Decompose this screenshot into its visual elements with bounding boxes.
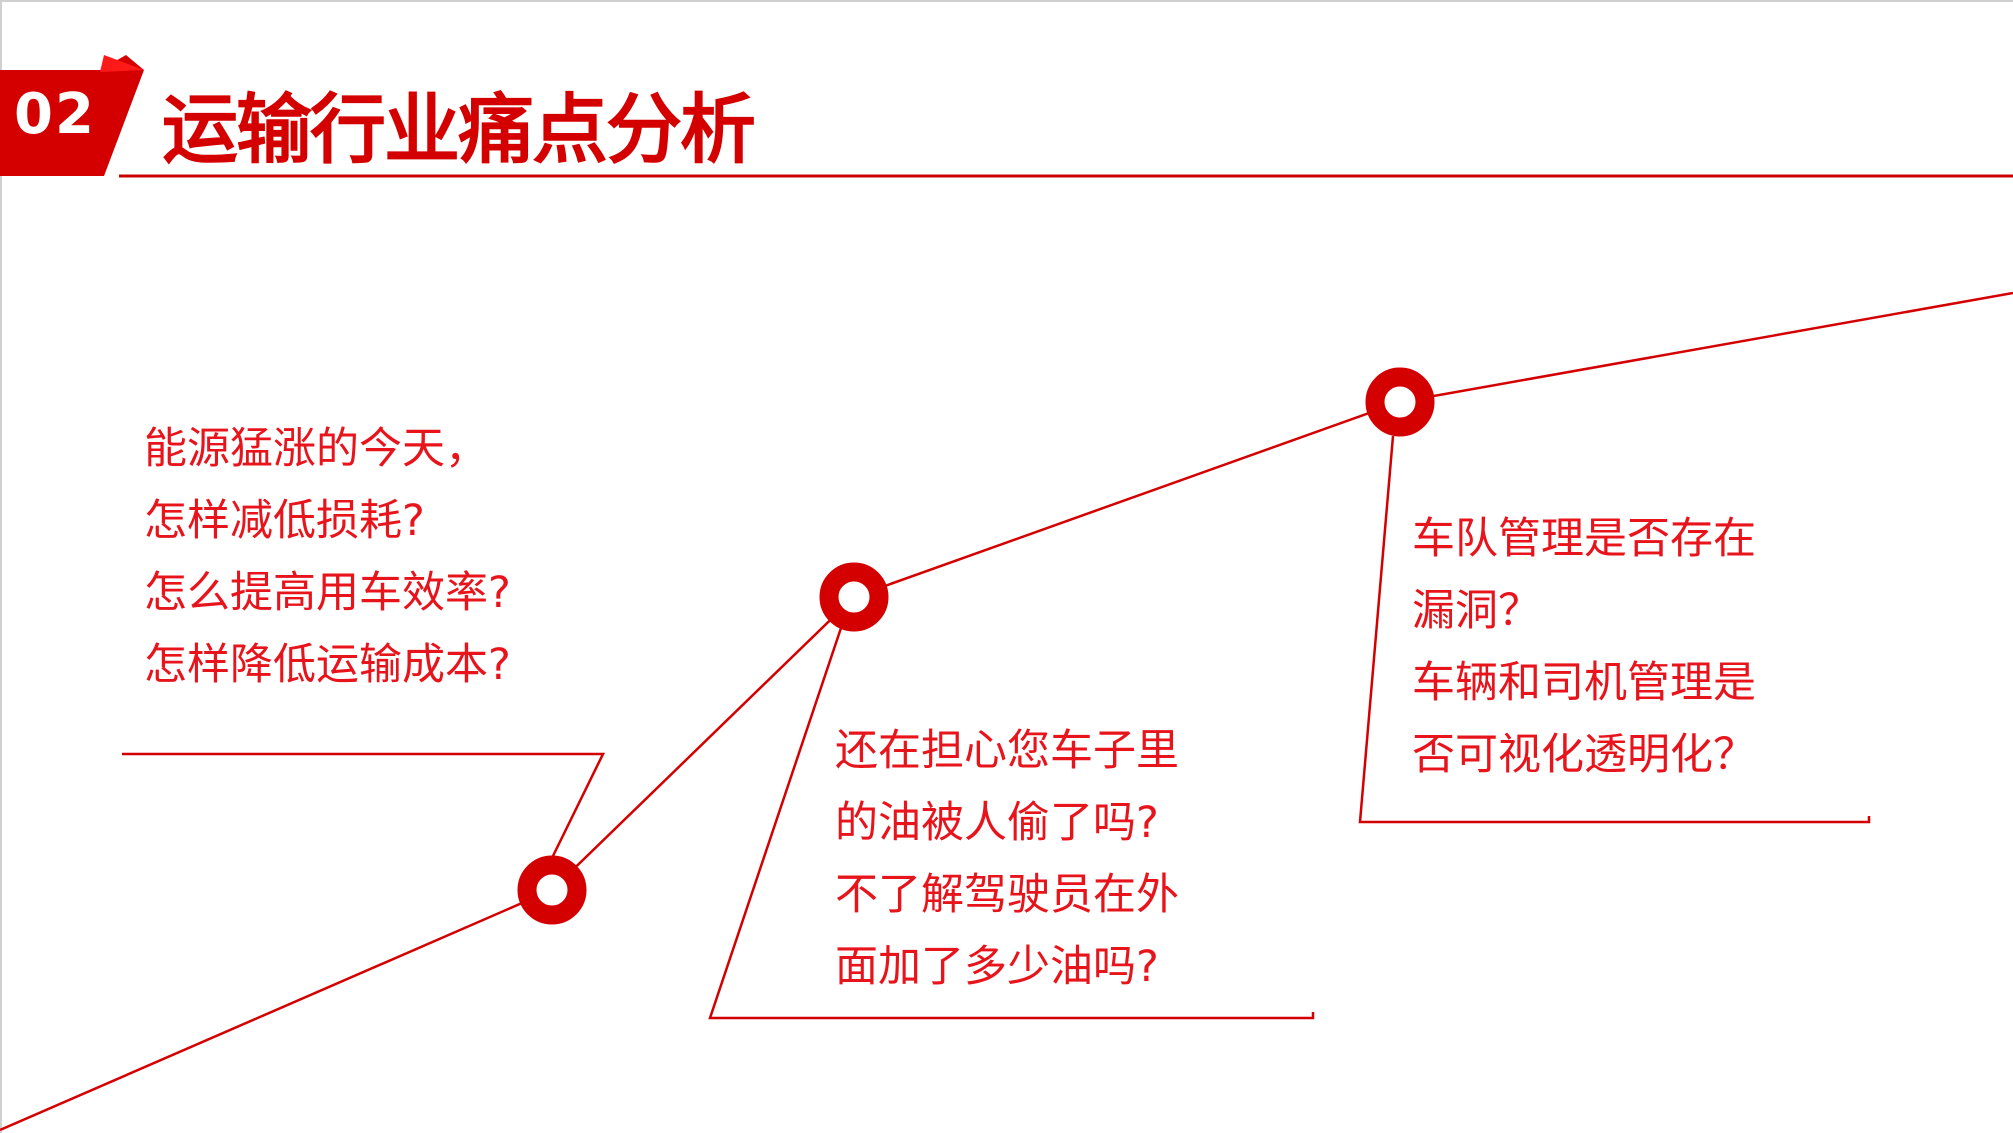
- milestone-marker-3: [1365, 367, 1435, 437]
- pain-point-line: 否可视化透明化？: [1412, 730, 1756, 780]
- section-badge-flap: [100, 55, 144, 72]
- pain-point-line: 面加了多少油吗?: [835, 942, 1159, 992]
- pain-point-line: 车辆和司机管理是: [1412, 658, 1756, 708]
- page-title: 运输行业痛点分析: [162, 85, 756, 174]
- pain-point-line: 漏洞？: [1412, 586, 1541, 636]
- pain-point-2: 还在担心您车子里 的油被人偷了吗? 不了解驾驶员在外 面加了多少油吗?: [835, 715, 1179, 1003]
- pain-point-line: 怎样降低运输成本?: [144, 640, 511, 690]
- milestone-marker-1: [517, 855, 587, 925]
- section-number: 02: [14, 82, 96, 147]
- pain-point-line: 还在担心您车子里: [835, 726, 1179, 776]
- pain-point-3: 车队管理是否存在 漏洞？ 车辆和司机管理是 否可视化透明化？: [1412, 503, 1756, 791]
- pain-point-line: 不了解驾驶员在外: [835, 870, 1179, 920]
- callout-2-connector: [708, 627, 1315, 1020]
- callout-3-connector: [1358, 435, 1871, 824]
- callout-1-connector: [122, 752, 606, 859]
- pain-point-1: 能源猛涨的今天， 怎样减低损耗? 怎么提高用车效率? 怎样降低运输成本?: [144, 413, 511, 701]
- section-badge: [0, 55, 144, 176]
- pain-point-line: 怎样减低损耗?: [144, 496, 425, 546]
- pain-point-line: 能源猛涨的今天，: [144, 424, 488, 474]
- pain-point-line: 的油被人偷了吗?: [835, 798, 1159, 848]
- pain-point-line: 怎么提高用车效率?: [144, 568, 511, 618]
- pain-point-line: 车队管理是否存在: [1412, 514, 1756, 564]
- milestone-marker-2: [819, 562, 889, 632]
